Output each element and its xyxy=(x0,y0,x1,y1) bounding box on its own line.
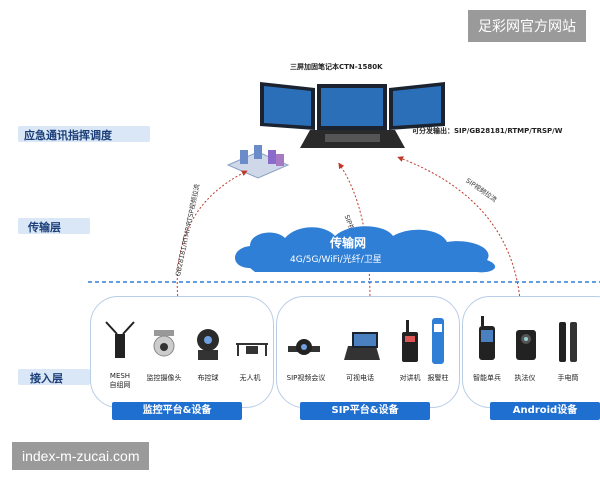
layer-bar-command xyxy=(18,126,150,142)
cloud-icon xyxy=(235,226,496,273)
watermark-top: 足彩网官方网站 xyxy=(468,10,586,42)
surveillance-ball-icon xyxy=(197,329,219,360)
triple-screen-laptop-icon xyxy=(260,82,445,148)
device-label: 对讲机 xyxy=(399,374,421,382)
laptop-title: 三屏加固笔记本CTN-1580K xyxy=(290,63,383,71)
distribution-output: 可分发输出：SIP/GB28181/RTMP/TRSP/W xyxy=(412,127,563,135)
flashlight-icon xyxy=(559,322,577,362)
mesh-radio-icon xyxy=(105,321,135,358)
device-label: 无人机 xyxy=(239,374,261,382)
device-label: 手电筒 xyxy=(557,374,579,382)
device-label: 智能单兵 xyxy=(473,374,501,382)
group-badge-android: Android设备 xyxy=(490,402,600,420)
layer-bar-transport xyxy=(18,218,90,234)
video-conference-camera-icon xyxy=(288,339,320,355)
body-camera-icon xyxy=(516,330,536,360)
layer-label-access: 接入层 xyxy=(30,372,63,385)
cloud-subtitle: 4G/5G/WiFi/光纤/卫星 xyxy=(290,255,382,265)
walkie-talkie-icon xyxy=(402,320,418,362)
device-label: 执法仪 xyxy=(514,374,536,382)
group-badge-monitoring: 监控平台&设备 xyxy=(112,402,242,420)
group-badge-sip: SIP平台&设备 xyxy=(300,402,430,420)
arrow-right xyxy=(397,156,521,301)
layer-label-command: 应急通讯指挥调度 xyxy=(24,129,112,142)
arrow-left xyxy=(176,170,248,301)
device-label: 可视电话 xyxy=(346,374,374,382)
layer-label-transport: 传输层 xyxy=(28,221,61,234)
dome-camera-icon xyxy=(153,330,175,357)
alarm-pillar-icon xyxy=(432,318,444,364)
device-label: 监控摄像头 xyxy=(146,374,182,382)
drone-icon xyxy=(236,343,268,356)
smart-handheld-icon xyxy=(479,316,495,360)
device-label: 报警柱 xyxy=(427,374,449,382)
device-label: 布控球 xyxy=(197,374,219,382)
video-phone-icon xyxy=(344,332,380,360)
layer-bar-access xyxy=(18,369,90,385)
cloud-title: 传输网 xyxy=(330,236,367,250)
device-label: SIP视频会议 xyxy=(286,374,326,382)
watermark-bottom: index-m-zucai.com xyxy=(12,442,150,470)
